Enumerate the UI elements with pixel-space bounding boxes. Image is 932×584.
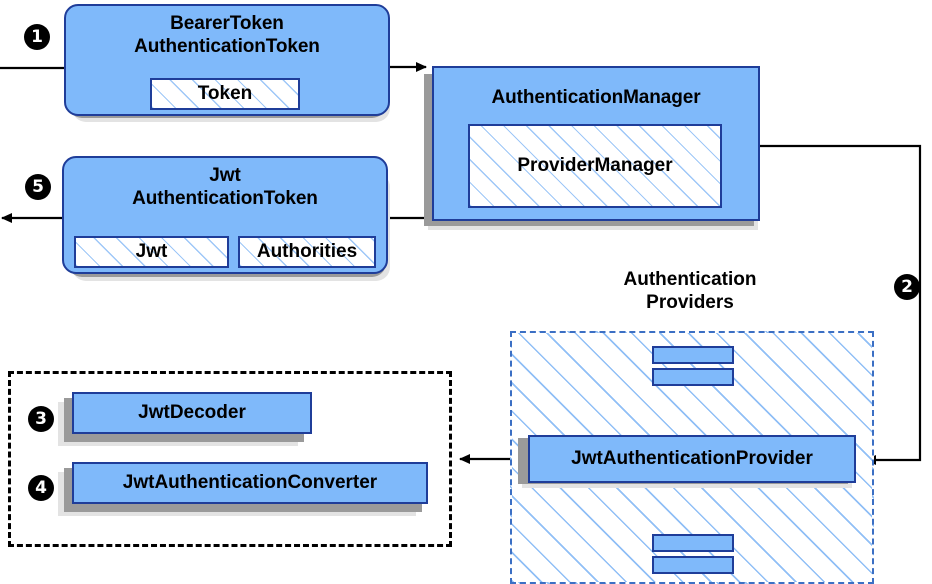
authorities-inner-box[interactable]: Authorities	[238, 236, 376, 268]
step-badge-4: 4	[28, 475, 54, 501]
provider-bar-bottom-2	[652, 556, 734, 574]
step-badge-5: 5	[25, 174, 51, 200]
provider-bar-bottom-1	[652, 534, 734, 552]
authentication-manager-title: AuthenticationManager	[491, 87, 701, 108]
step-badge-3: 3	[28, 406, 54, 432]
step-badge-5-number: 5	[32, 176, 44, 197]
provider-bar-top-2	[652, 368, 734, 386]
jwt-inner-label: Jwt	[135, 241, 168, 262]
provider-bar-top-1	[652, 346, 734, 364]
step-badge-4-number: 4	[35, 477, 47, 498]
authentication-providers-label: Authentication Providers	[590, 268, 790, 314]
token-inner-box[interactable]: Token	[150, 78, 300, 110]
step-badge-2: 2	[894, 274, 920, 300]
step-badge-1-number: 1	[31, 26, 43, 47]
jwt-authentication-converter-node[interactable]: JwtAuthenticationConverter	[72, 462, 428, 504]
step-badge-3-number: 3	[35, 408, 47, 429]
authentication-providers-label-line2: Providers	[646, 292, 734, 313]
step-badge-1: 1	[24, 24, 50, 50]
jwt-authentication-provider-label: JwtAuthenticationProvider	[571, 448, 813, 469]
jwt-token-title-line2: AuthenticationToken	[132, 188, 318, 209]
authorities-inner-label: Authorities	[256, 241, 358, 262]
jwt-authentication-converter-label: JwtAuthenticationConverter	[122, 472, 378, 493]
jwt-token-title-line1: Jwt	[209, 165, 241, 186]
jwt-authentication-provider-node[interactable]: JwtAuthenticationProvider	[528, 435, 856, 483]
jwt-token-title: Jwt AuthenticationToken	[132, 164, 318, 210]
token-inner-label: Token	[197, 83, 253, 104]
authentication-providers-label-line1: Authentication	[623, 269, 757, 290]
provider-manager-inner-box[interactable]: ProviderManager	[468, 124, 722, 208]
jwt-support-region	[8, 371, 452, 547]
jwt-decoder-node[interactable]: JwtDecoder	[72, 392, 312, 434]
bearer-token-title-line2: AuthenticationToken	[134, 36, 320, 57]
jwt-decoder-label: JwtDecoder	[138, 402, 246, 423]
jwt-inner-box[interactable]: Jwt	[74, 236, 229, 268]
bearer-token-title-line1: BearerToken	[170, 13, 284, 34]
step-badge-2-number: 2	[901, 276, 913, 297]
connector-manager-to-provider	[760, 144, 922, 465]
bearer-token-title: BearerToken AuthenticationToken	[134, 12, 320, 58]
provider-manager-label: ProviderManager	[517, 155, 673, 176]
